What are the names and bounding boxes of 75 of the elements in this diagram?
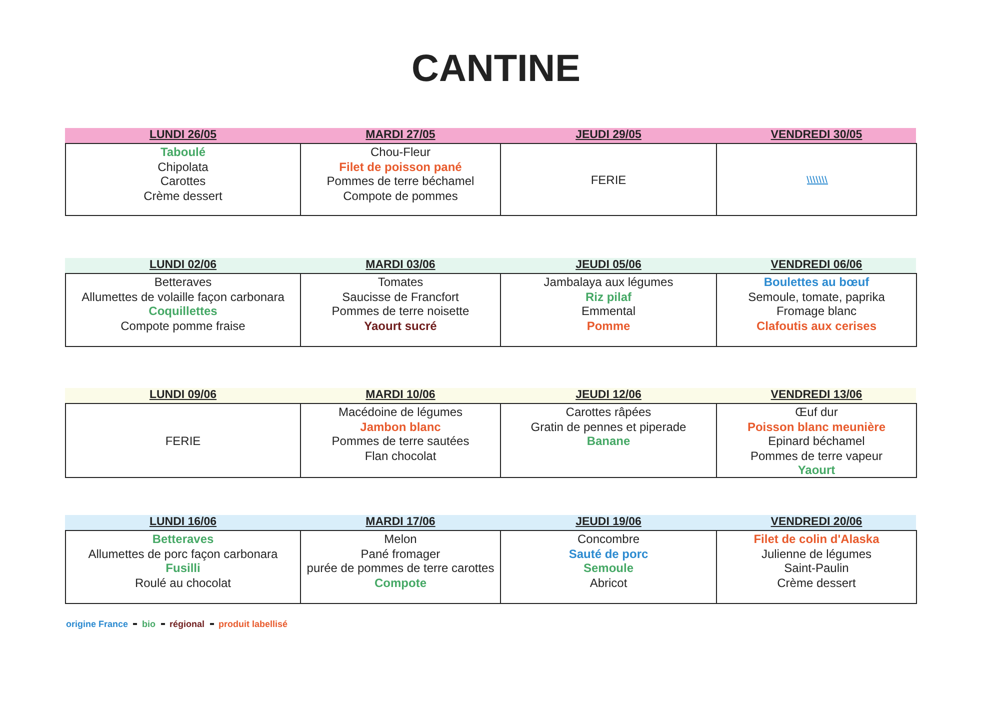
menu-item: Epinard béchamel bbox=[768, 434, 865, 449]
day-header: LUNDI 02/06 bbox=[148, 258, 218, 273]
menu-item: Yaourt sucré bbox=[364, 318, 437, 334]
menu-item: Compote pomme fraise bbox=[120, 318, 246, 334]
menu-item: Allumettes de porc façon carbonara bbox=[88, 546, 278, 562]
menu-item: Betteraves bbox=[154, 275, 212, 290]
menu-item: Carottes râpées bbox=[566, 405, 652, 420]
day-header: LUNDI 09/06 bbox=[148, 388, 218, 403]
page-title: CANTINE bbox=[410, 48, 582, 91]
menu-item: Carottes bbox=[160, 174, 206, 189]
menu-item: Emmental bbox=[581, 304, 636, 319]
menu-item: Allumettes de volaille façon carbonara bbox=[82, 290, 284, 304]
legend-text: régional bbox=[170, 619, 205, 629]
day-header: MARDI 03/06 bbox=[364, 258, 436, 273]
menu-item: Filet de colin d'Alaska bbox=[754, 532, 880, 547]
menu-item: Semoule, tomate, paprika bbox=[748, 290, 885, 304]
menu-item: Clafoutis aux cerises bbox=[756, 318, 877, 334]
menu-item: Compote de pommes bbox=[343, 188, 458, 204]
day-header: MARDI 10/06 bbox=[364, 388, 436, 403]
menu-item: Betteraves bbox=[152, 532, 214, 547]
menu-item: Tomates bbox=[378, 275, 424, 290]
menu-item: Roulé au chocolat bbox=[134, 576, 232, 590]
day-header: VENDREDI 30/05 bbox=[770, 128, 864, 143]
menu-item: Chipolata bbox=[158, 160, 208, 174]
menu-item: Crème dessert bbox=[144, 188, 222, 204]
menu-item: Riz pilaf bbox=[585, 290, 632, 304]
day-header: MARDI 27/05 bbox=[364, 128, 436, 143]
menu-item: purée de pommes de terre carottes bbox=[306, 561, 494, 576]
menu-item: FERIE bbox=[590, 172, 626, 188]
menu-item: Boulettes au bœuf bbox=[764, 275, 870, 290]
menu-item: Gratin de pennes et piperade bbox=[530, 420, 686, 434]
menu-item: Pané fromager bbox=[360, 546, 440, 562]
legend-text: produit labellisé bbox=[218, 619, 288, 629]
menu-item: Saucisse de Francfort bbox=[342, 290, 459, 304]
menu-item: FERIE bbox=[165, 434, 201, 448]
menu-item: Pomme bbox=[586, 318, 630, 334]
menu-item: Poisson blanc meunière bbox=[747, 420, 886, 434]
day-header: MARDI 17/06 bbox=[364, 515, 436, 530]
day-header: LUNDI 26/05 bbox=[148, 128, 218, 143]
day-header: JEUDI 12/06 bbox=[574, 388, 642, 403]
menu-item: Pommes de terre béchamel bbox=[326, 174, 474, 189]
menu-item: Banane bbox=[586, 434, 630, 449]
menu-item: Concombre bbox=[577, 532, 640, 547]
menu-item: Fromage blanc bbox=[776, 304, 857, 319]
menu-item: Pommes de terre sautées bbox=[332, 434, 470, 449]
menu-item: Chou-Fleur bbox=[370, 145, 431, 160]
menu-item: Crème dessert bbox=[777, 576, 856, 590]
menu-item: Melon bbox=[384, 532, 417, 547]
day-header: JEUDI 29/05 bbox=[574, 128, 642, 143]
menu-item: Œuf dur bbox=[795, 405, 838, 420]
menu-item: Filet de poisson pané bbox=[339, 160, 462, 174]
menu-item: Sauté de porc bbox=[568, 546, 648, 562]
menu-item: Abricot bbox=[590, 576, 628, 590]
menu-item: Taboulé bbox=[160, 145, 206, 160]
menu-item: Semoule bbox=[583, 561, 634, 576]
day-header: JEUDI 19/06 bbox=[574, 515, 642, 530]
legend-text: origine France bbox=[66, 619, 128, 629]
day-header: LUNDI 16/06 bbox=[148, 515, 218, 530]
menu-item: Compote bbox=[374, 576, 426, 590]
menu-item: Coquillettes bbox=[148, 304, 218, 319]
menu-item: Jambalaya aux légumes bbox=[544, 275, 674, 290]
day-header: VENDREDI 06/06 bbox=[770, 258, 864, 273]
menu-item: Flan chocolat bbox=[364, 448, 436, 464]
day-header: VENDREDI 20/06 bbox=[770, 515, 864, 530]
menu-item: Fusilli bbox=[166, 561, 200, 576]
day-header: JEUDI 05/06 bbox=[574, 258, 642, 273]
menu-item: Saint-Paulin bbox=[784, 561, 849, 576]
legend-text: bio bbox=[142, 619, 156, 629]
menu-item: Macédoine de légumes bbox=[338, 405, 463, 420]
menu-item: Jambon blanc bbox=[360, 420, 441, 434]
menu-item: Julienne de légumes bbox=[761, 546, 872, 562]
menu-item: Pommes de terre vapeur bbox=[750, 448, 883, 464]
menu-item: Pommes de terre noisette bbox=[332, 304, 470, 319]
day-header: VENDREDI 13/06 bbox=[770, 388, 864, 403]
menu-item: Yaourt bbox=[798, 463, 836, 478]
